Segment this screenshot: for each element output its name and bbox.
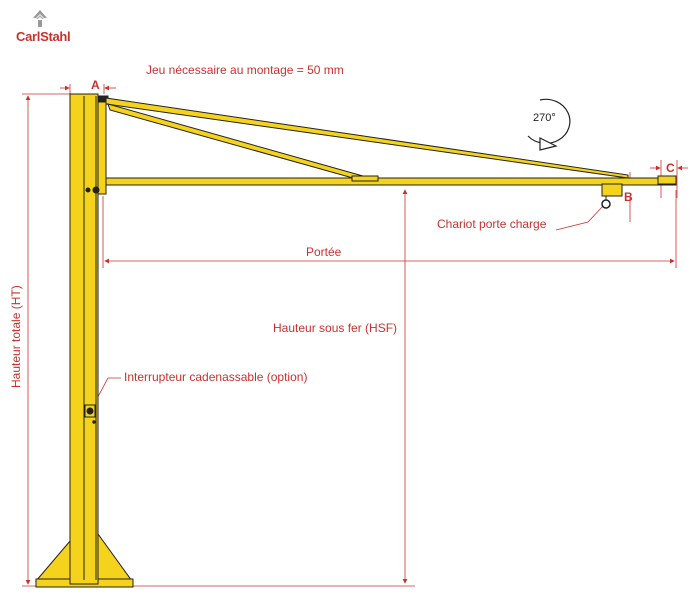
logo-text: CarlStahl (16, 29, 71, 44)
interrupteur-label: Interrupteur cadenassable (option) (124, 370, 308, 384)
dimension-lines (22, 84, 688, 587)
rotation-arrow-icon (527, 98, 571, 151)
dimension-b-label: B (624, 190, 633, 204)
trolley (601, 183, 623, 209)
rotation-label: 270° (533, 112, 556, 124)
dimension-a-label: A (91, 78, 100, 92)
portee-label: Portée (306, 245, 342, 259)
column (69, 93, 109, 585)
jib-arm (105, 97, 677, 186)
dimension-c-label: C (666, 161, 675, 175)
logo-mark-icon (33, 10, 47, 27)
carlstahl-logo: CarlStahl (14, 8, 84, 44)
ht-label: Hauteur totale (HT) (9, 285, 23, 388)
chariot-label: Chariot porte charge (437, 217, 547, 231)
hsf-label: Hauteur sous fer (HSF) (273, 321, 398, 335)
montage-note: Jeu nécessaire au montage = 50 mm (146, 63, 344, 77)
